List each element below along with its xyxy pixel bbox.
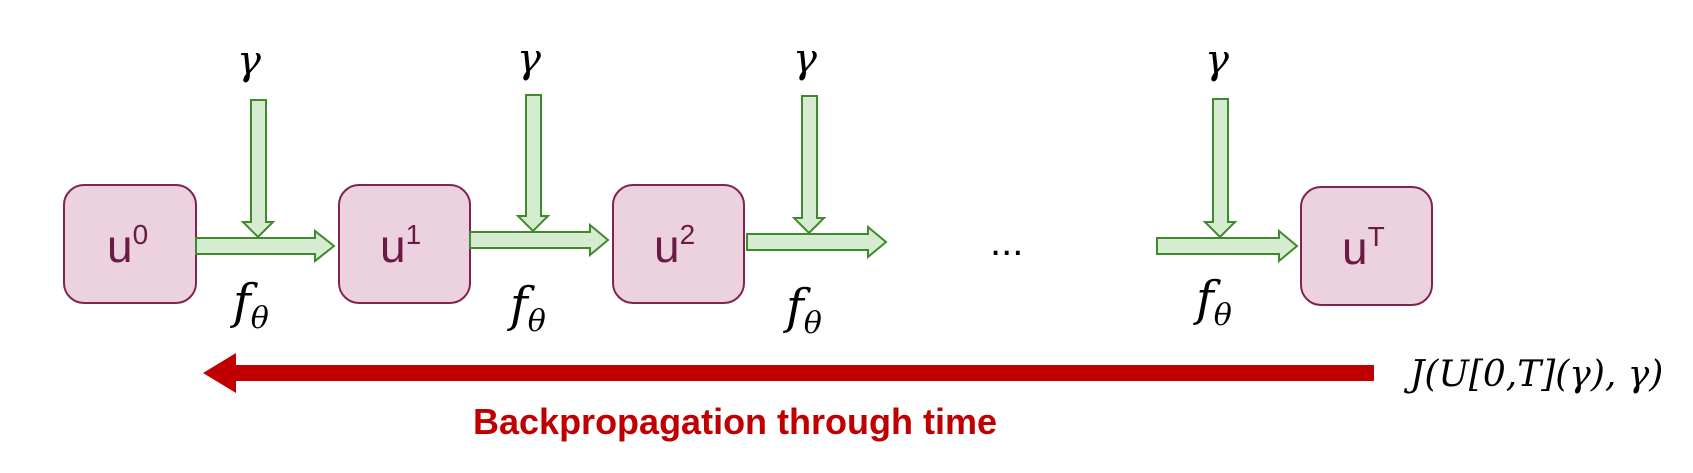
svg-text:u0: u0 bbox=[107, 219, 148, 272]
input-arrow-1 bbox=[240, 99, 276, 239]
f-theta-label-4: fθ bbox=[1193, 271, 1232, 333]
state-u1: u1 bbox=[338, 184, 471, 304]
gamma-label-1: γ bbox=[237, 38, 261, 84]
transition-arrow-4 bbox=[1156, 228, 1299, 264]
gamma-label-4: γ bbox=[1205, 37, 1229, 83]
state-u0-sup: 0 bbox=[133, 219, 149, 250]
state-u2-base: u bbox=[654, 220, 680, 272]
state-u0-base: u bbox=[107, 220, 133, 272]
state-u1-base: u bbox=[380, 220, 406, 272]
transition-arrow-2 bbox=[469, 222, 610, 258]
gamma-label-2: γ bbox=[517, 36, 541, 82]
state-u0: u0 bbox=[63, 184, 197, 304]
loss-label: J(U[0,T](γ), γ) bbox=[1403, 354, 1663, 395]
f-theta-label-1: fθ bbox=[230, 274, 269, 336]
state-u1-sup: 1 bbox=[406, 219, 422, 250]
f-theta-label-3: fθ bbox=[783, 279, 822, 341]
f-theta-sub-2: θ bbox=[528, 304, 546, 339]
transition-arrow-1 bbox=[195, 228, 336, 264]
state-u2: u2 bbox=[612, 184, 745, 304]
input-arrow-3 bbox=[791, 95, 827, 235]
state-uT: uT bbox=[1300, 186, 1433, 306]
f-theta-sub-4: θ bbox=[1214, 298, 1232, 333]
svg-text:u2: u2 bbox=[654, 219, 695, 272]
backprop-arrow bbox=[203, 353, 1374, 393]
svg-text:uT: uT bbox=[1342, 221, 1385, 274]
svg-text:u1: u1 bbox=[380, 219, 421, 272]
backprop-label: Backpropagation through time bbox=[473, 401, 997, 442]
input-arrow-4 bbox=[1202, 98, 1238, 239]
state-uT-base: u bbox=[1342, 222, 1368, 274]
state-uT-sup: T bbox=[1368, 221, 1385, 252]
f-theta-sub-3: θ bbox=[804, 306, 822, 341]
state-u2-sup: 2 bbox=[680, 219, 696, 250]
f-theta-label-2: fθ bbox=[507, 277, 546, 339]
input-arrow-2 bbox=[515, 94, 551, 233]
transition-arrow-3 bbox=[746, 224, 888, 260]
ellipsis: ... bbox=[990, 220, 1023, 264]
f-theta-sub-1: θ bbox=[251, 301, 269, 336]
gamma-label-3: γ bbox=[793, 36, 817, 82]
